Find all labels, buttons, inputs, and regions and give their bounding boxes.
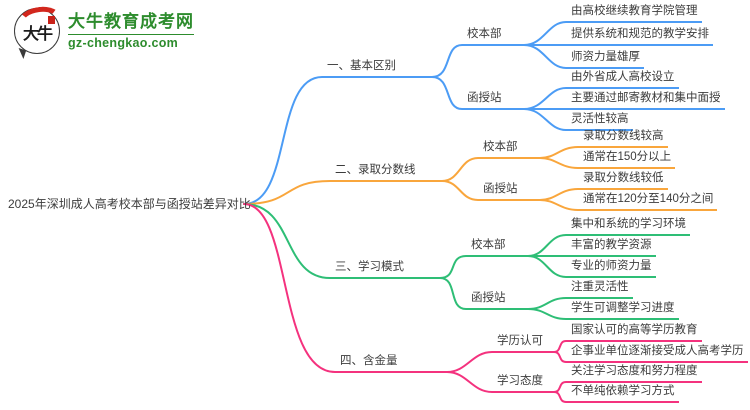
- subbranch-node: 函授站: [462, 91, 524, 110]
- branch-links-basic-difference: [243, 21, 567, 205]
- leaf-node: 注重灵活性: [566, 280, 633, 299]
- leaf-node: 录取分数线较低: [578, 171, 668, 190]
- logo-badge-text: 大牛: [22, 26, 53, 43]
- leaf-node: 不单纯依赖学习方式: [566, 384, 679, 403]
- leaf-node: 集中和系统的学习环境: [566, 217, 690, 236]
- branch-links-admission-score: [243, 146, 579, 211]
- leaf-node: 师资力量雄厚: [566, 50, 644, 69]
- site-name: 大牛教育成考网: [68, 11, 194, 31]
- leaf-node: 关注学习态度和努力程度: [566, 364, 702, 383]
- leaf-node: 由外省成人高校设立: [566, 70, 679, 89]
- subbranch-node: 校本部: [478, 140, 540, 159]
- leaf-node: 主要通过邮寄教材和集中面授: [566, 91, 725, 110]
- leaf-node: 灵活性较高: [566, 112, 633, 131]
- logo-bubble-icon: 大牛: [14, 4, 64, 54]
- leaf-node: 国家认可的高等学历教育: [566, 323, 702, 342]
- site-logo: 大牛 大牛教育成考网 gz-chengkao.com: [14, 4, 194, 54]
- leaf-node: 通常在120分至140分之间: [578, 192, 718, 211]
- branch-node-basic-difference: 一、基本区别: [322, 59, 432, 78]
- leaf-node: 丰富的教学资源: [566, 238, 656, 257]
- leaf-node: 由高校继续教育学院管理: [566, 4, 702, 23]
- branch-node-admission-score: 二、录取分数线: [330, 163, 442, 182]
- branch-node-value: 四、含金量: [335, 354, 447, 373]
- subbranch-node: 函授站: [478, 182, 540, 201]
- leaf-node: 专业的师资力量: [566, 259, 656, 278]
- branch-links-value: [243, 203, 567, 403]
- leaf-node: 录取分数线较高: [578, 129, 668, 148]
- branch-node-study-mode: 三、学习模式: [330, 260, 440, 279]
- leaf-node: 企事业单位逐渐接受成人高考学历: [566, 344, 748, 363]
- subbranch-node: 学历认可: [492, 334, 554, 353]
- subbranch-node: 校本部: [462, 27, 524, 46]
- subbranch-node: 校本部: [466, 238, 528, 257]
- subbranch-node: 学习态度: [492, 374, 554, 393]
- leaf-node: 提供系统和规范的教学安排: [566, 27, 713, 46]
- site-url: gz-chengkao.com: [68, 33, 194, 51]
- leaf-node: 通常在150分以上: [578, 150, 676, 169]
- root-node: 2025年深圳成人高考校本部与函授站差异对比: [8, 197, 251, 211]
- subbranch-node: 函授站: [466, 291, 528, 310]
- logo-red-seal-icon: [48, 16, 55, 24]
- leaf-node: 学生可调整学习进度: [566, 301, 679, 320]
- branch-links-study-mode: [243, 203, 567, 320]
